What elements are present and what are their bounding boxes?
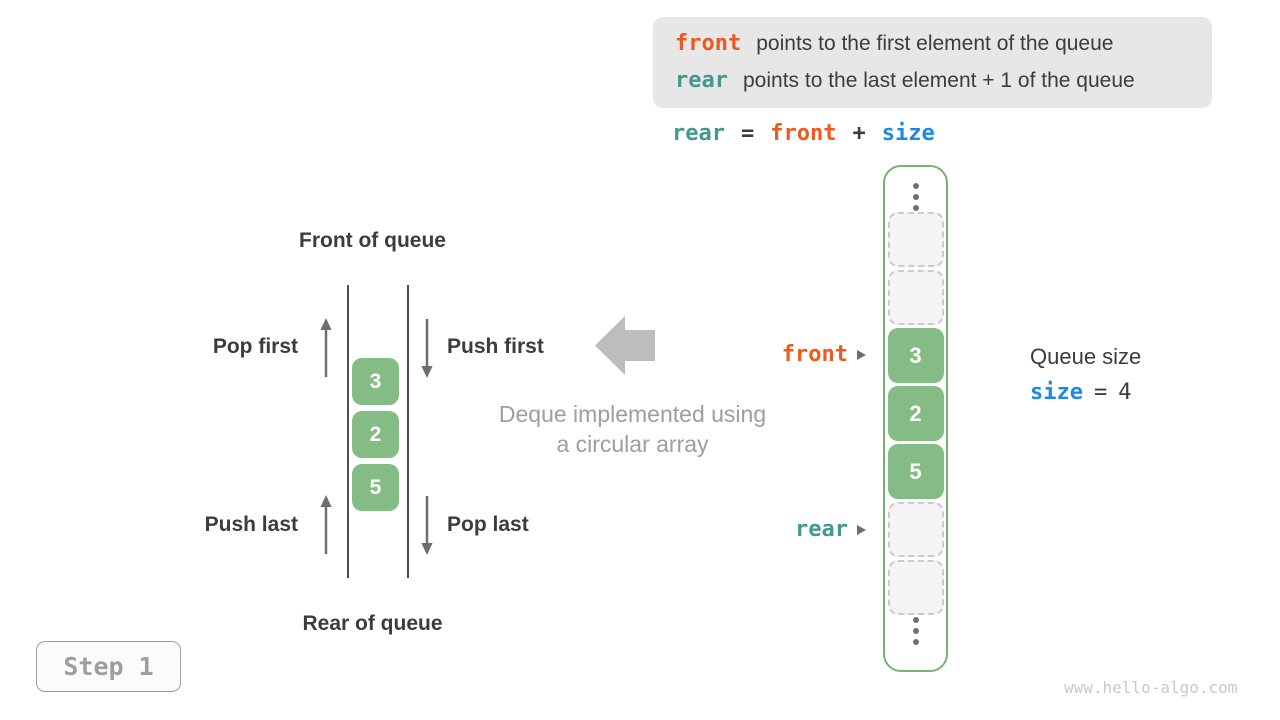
pop-last-down-arrow-icon xyxy=(421,496,433,555)
rear-pointer-label: rear xyxy=(795,517,848,542)
channel-left-line xyxy=(347,285,349,578)
queue-cell: 2 xyxy=(352,411,399,458)
size-equals: = xyxy=(1093,380,1108,405)
caption-line-2: a circular array xyxy=(556,431,709,457)
array-cell-rear xyxy=(887,502,944,557)
push-first-down-arrow-icon xyxy=(421,319,433,378)
queue-cell: 3 xyxy=(352,358,399,405)
ellipsis-bottom-icon xyxy=(885,617,946,645)
left-block-arrow-icon xyxy=(595,316,655,375)
legend-row-front: front points to the first element of the… xyxy=(675,25,1212,62)
pop-last-label: Pop last xyxy=(447,513,529,536)
array-cell-front: 3 xyxy=(887,328,944,383)
rear-description: points to the last element + 1 of the qu… xyxy=(742,68,1135,92)
front-of-queue-label: Front of queue xyxy=(299,229,446,252)
legend-box: front points to the first element of the… xyxy=(653,17,1212,108)
rear-pointer: rear xyxy=(690,517,866,542)
pointer-arrow-icon xyxy=(857,524,866,535)
rear-keyword: rear xyxy=(675,68,728,93)
circular-array-container: 3 2 5 xyxy=(883,165,948,672)
push-last-up-arrow-icon xyxy=(320,495,332,554)
size-keyword: size xyxy=(1030,380,1083,405)
array-cell: 2 xyxy=(887,386,944,441)
front-pointer: front xyxy=(690,342,866,367)
formula-plus: + xyxy=(852,121,866,146)
formula-front: front xyxy=(770,121,837,146)
array-cell-empty xyxy=(887,560,944,615)
push-first-label: Push first xyxy=(447,335,544,358)
ellipsis-top-icon xyxy=(885,183,946,211)
front-pointer-label: front xyxy=(781,342,848,367)
size-number: 4 xyxy=(1118,380,1132,405)
pointer-formula: rear = front + size xyxy=(672,121,935,146)
queue-cell: 5 xyxy=(352,464,399,511)
array-cell-empty xyxy=(887,270,944,325)
pop-first-up-arrow-icon xyxy=(320,318,332,377)
queue-size-label: Queue size xyxy=(1030,344,1142,369)
array-cell: 5 xyxy=(887,444,944,499)
rear-of-queue-label: Rear of queue xyxy=(302,612,443,635)
step-badge: Step 1 xyxy=(36,641,181,692)
pop-first-label: Pop first xyxy=(212,335,298,358)
queue-size-value: size = 4 xyxy=(1030,380,1131,405)
front-keyword: front xyxy=(675,31,742,56)
caption-line-1: Deque implemented using xyxy=(498,401,767,427)
push-last-label: Push last xyxy=(204,513,298,536)
pointer-arrow-icon xyxy=(857,349,866,360)
formula-equals: = xyxy=(740,121,755,146)
front-description: points to the first element of the queue xyxy=(756,31,1114,55)
array-cell-empty xyxy=(887,212,944,267)
caption: Deque implemented using a circular array xyxy=(480,399,785,459)
formula-rear: rear xyxy=(672,121,725,146)
formula-size: size xyxy=(881,121,935,146)
watermark: www.hello-algo.com xyxy=(1064,678,1238,697)
channel-right-line xyxy=(407,285,409,578)
legend-row-rear: rear points to the last element + 1 of t… xyxy=(675,62,1212,99)
